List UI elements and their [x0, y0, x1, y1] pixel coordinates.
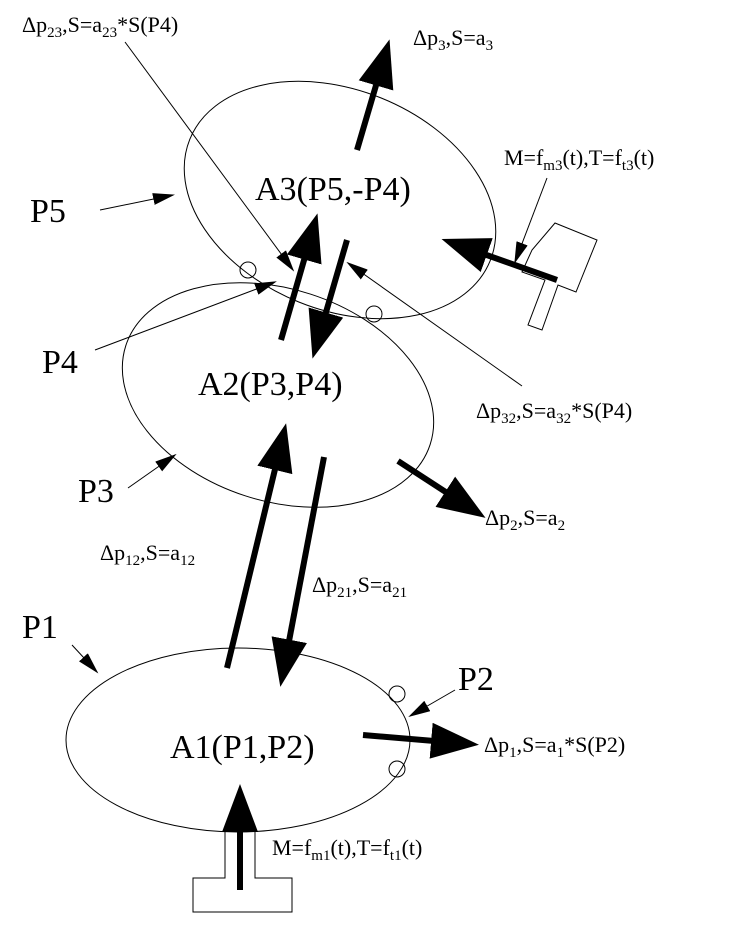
flow-dp3-label: Δp3,S=a3 — [413, 25, 493, 54]
arrow-dp1 — [362, 722, 479, 759]
port-p2-bottom-circle — [388, 760, 406, 778]
leader-p3 — [127, 453, 177, 489]
leader-dp23 — [124, 41, 295, 272]
input-m1-label: M=fm1(t),T=ft1(t) — [272, 835, 422, 864]
flow-dp12-label: Δp12,S=a12 — [100, 540, 195, 569]
flow-dp1-label: Δp1,S=a1*S(P2) — [484, 732, 625, 761]
arrow-dp12 — [224, 423, 293, 669]
leader-p5 — [99, 193, 175, 211]
leader-p2 — [408, 689, 456, 718]
agent-a2-ellipse — [121, 282, 435, 508]
agent-a2-label: A2(P3,P4) — [198, 366, 343, 403]
flow-dp2-label: Δp2,S=a2 — [485, 505, 565, 534]
flow-dp32-label: Δp32,S=a32*S(P4) — [476, 398, 632, 427]
port-p4-label: P4 — [42, 344, 78, 381]
port-p2-label: P2 — [458, 661, 494, 698]
flow-dp23-label: Δp23,S=a23*S(P4) — [22, 12, 178, 41]
port-p2-top-circle — [388, 685, 406, 703]
leader-m3 — [514, 177, 548, 264]
leader-p1 — [71, 644, 99, 674]
port-p3-label: P3 — [78, 473, 114, 510]
leader-dp32 — [346, 261, 523, 387]
input-stand-a1 — [192, 829, 293, 913]
arrow-dp3 — [354, 39, 394, 151]
port-p4-right-circle — [365, 305, 383, 323]
port-p5-label: P5 — [30, 193, 66, 230]
port-p4-left-circle — [239, 261, 257, 279]
arrow-m3-input — [441, 238, 559, 283]
agent-a1-label: A1(P1,P2) — [170, 729, 315, 766]
leader-p4 — [94, 281, 277, 351]
input-m3-label: M=fm3(t),T=ft3(t) — [504, 145, 654, 174]
input-stand-a3 — [521, 222, 598, 331]
arrow-dp32 — [308, 239, 350, 359]
agent-a3-label: A3(P5,-P4) — [255, 171, 411, 208]
arrow-dp23 — [278, 213, 322, 341]
arrow-dp21 — [271, 456, 327, 687]
flow-dp21-label: Δp21,S=a21 — [312, 572, 407, 601]
port-p1-label: P1 — [22, 609, 58, 646]
arrow-dp2 — [396, 458, 486, 518]
